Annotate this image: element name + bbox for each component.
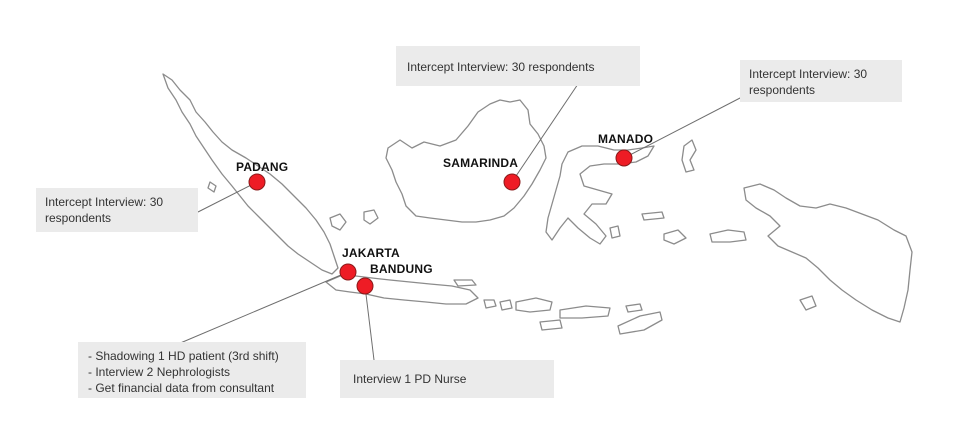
callout-jakarta-item: - Interview 2 Nephrologists xyxy=(88,365,231,379)
borneo-island xyxy=(385,99,547,223)
sumba-island xyxy=(539,319,563,331)
aru-island xyxy=(799,295,817,311)
city-label-bandung: BANDUNG xyxy=(370,262,433,276)
seram-island xyxy=(709,229,747,243)
city-label-padang: PADANG xyxy=(236,160,289,174)
callout-jakarta-item: - Get financial data from consultant xyxy=(88,381,275,395)
leader-manado xyxy=(623,96,743,159)
leader-jakarta xyxy=(177,271,349,345)
bangka-island xyxy=(329,213,347,231)
timor-island xyxy=(617,311,663,335)
callout-manado-text: Intercept Interview: 30 respondents xyxy=(749,67,868,97)
callout-samarinda-text: Intercept Interview: 30 respondents xyxy=(407,60,595,74)
city-label-manado: MANADO xyxy=(598,132,654,146)
bali-island xyxy=(483,299,497,309)
marker-padang[interactable] xyxy=(248,173,266,191)
callout-jakarta-list: - Shadowing 1 HD patient (3rd shift) - I… xyxy=(88,348,296,396)
leader-bandung xyxy=(364,285,375,361)
marker-bandung[interactable] xyxy=(356,277,374,295)
sumatra-island xyxy=(162,73,339,275)
papua-island xyxy=(743,183,913,323)
marker-samarinda[interactable] xyxy=(503,173,521,191)
callout-manado: Intercept Interview: 30 respondents xyxy=(740,60,902,102)
lombok-island xyxy=(499,299,513,311)
callout-jakarta: - Shadowing 1 HD patient (3rd shift) - I… xyxy=(78,342,306,398)
sulawesi-island xyxy=(545,145,655,245)
marker-manado[interactable] xyxy=(615,149,633,167)
alor-island xyxy=(625,303,643,313)
callout-bandung-text: Interview 1 PD Nurse xyxy=(353,372,467,386)
nias-island xyxy=(207,181,217,193)
halmahera-island xyxy=(681,139,697,173)
city-label-jakarta: JAKARTA xyxy=(342,246,400,260)
buru-island xyxy=(663,229,687,245)
belitung-island xyxy=(363,209,379,225)
flores-island xyxy=(559,305,611,319)
callout-samarinda: Intercept Interview: 30 respondents xyxy=(396,46,640,86)
callout-bandung: Interview 1 PD Nurse xyxy=(340,360,554,398)
sumbawa-island xyxy=(515,297,553,313)
leader-samarinda xyxy=(511,83,579,183)
buton-island xyxy=(609,225,621,239)
callout-padang: Intercept Interview: 30 respondents xyxy=(36,188,198,232)
sula-island xyxy=(641,211,665,221)
leader-padang xyxy=(197,181,258,213)
marker-jakarta[interactable] xyxy=(339,263,357,281)
city-label-samarinda: SAMARINDA xyxy=(443,156,519,170)
madura-island xyxy=(453,279,477,287)
callout-jakarta-item: - Shadowing 1 HD patient (3rd shift) xyxy=(88,349,279,363)
callout-padang-text: Intercept Interview: 30 respondents xyxy=(45,195,164,225)
